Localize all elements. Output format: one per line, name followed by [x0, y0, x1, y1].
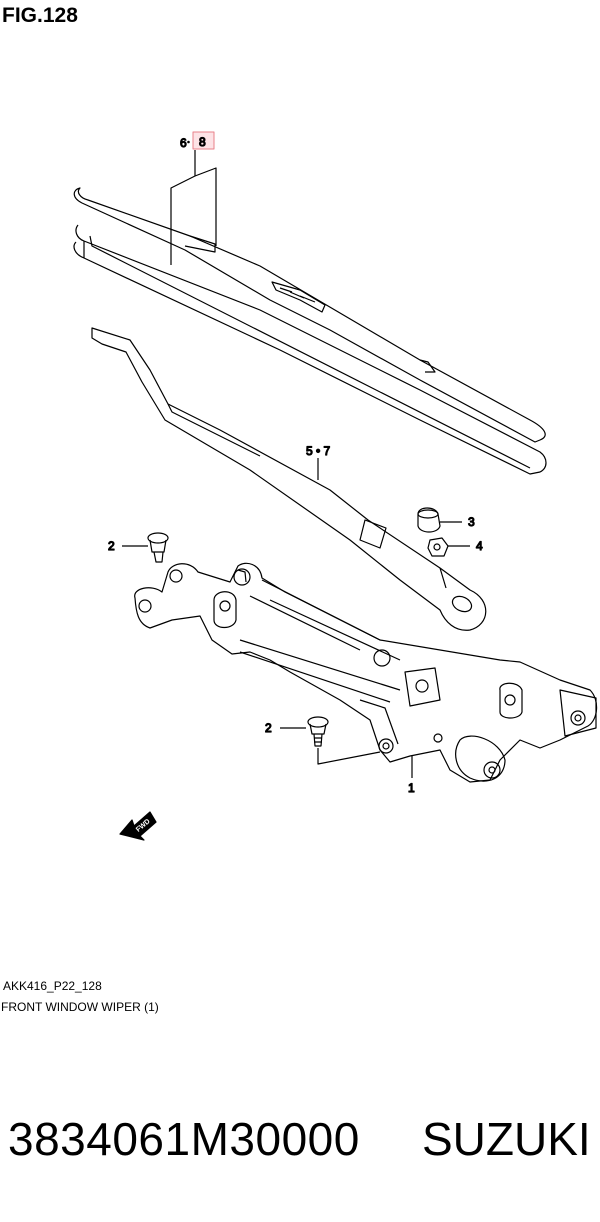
wiper-arm[interactable]: [91, 327, 487, 631]
callout-2a: 2: [108, 539, 115, 553]
callout-4: 4: [476, 539, 483, 553]
exploded-parts-diagram: 6 8 5 • 7 3 4 2: [73, 131, 598, 841]
callout-8: 8: [199, 135, 206, 149]
part-number: 3834061M30000: [8, 1113, 360, 1165]
cap[interactable]: [417, 507, 441, 533]
nut[interactable]: [427, 537, 449, 557]
callout-2b-bracket: [317, 748, 381, 765]
callout-2b: 2: [265, 721, 272, 735]
figure-title: FIG.128: [2, 4, 78, 27]
bolt-lower[interactable]: [307, 716, 329, 747]
highlight-box: [192, 131, 215, 150]
figure-caption: FRONT WINDOW WIPER (1): [1, 1000, 159, 1014]
figure-code: AKK416_P22_128: [3, 979, 102, 993]
callout-5-7: 5 • 7: [306, 444, 331, 458]
callout-1: 1: [408, 781, 415, 795]
wiper-linkage-assembly[interactable]: [134, 562, 598, 783]
callout-3: 3: [468, 515, 475, 529]
fwd-arrow: FWD: [119, 811, 157, 841]
callout-6: 6: [180, 136, 187, 150]
brand-name: SUZUKI: [422, 1113, 591, 1165]
wiper-blade[interactable]: [73, 187, 547, 475]
bolt-upper[interactable]: [147, 532, 169, 563]
callout-6-8-leader: [170, 150, 217, 265]
